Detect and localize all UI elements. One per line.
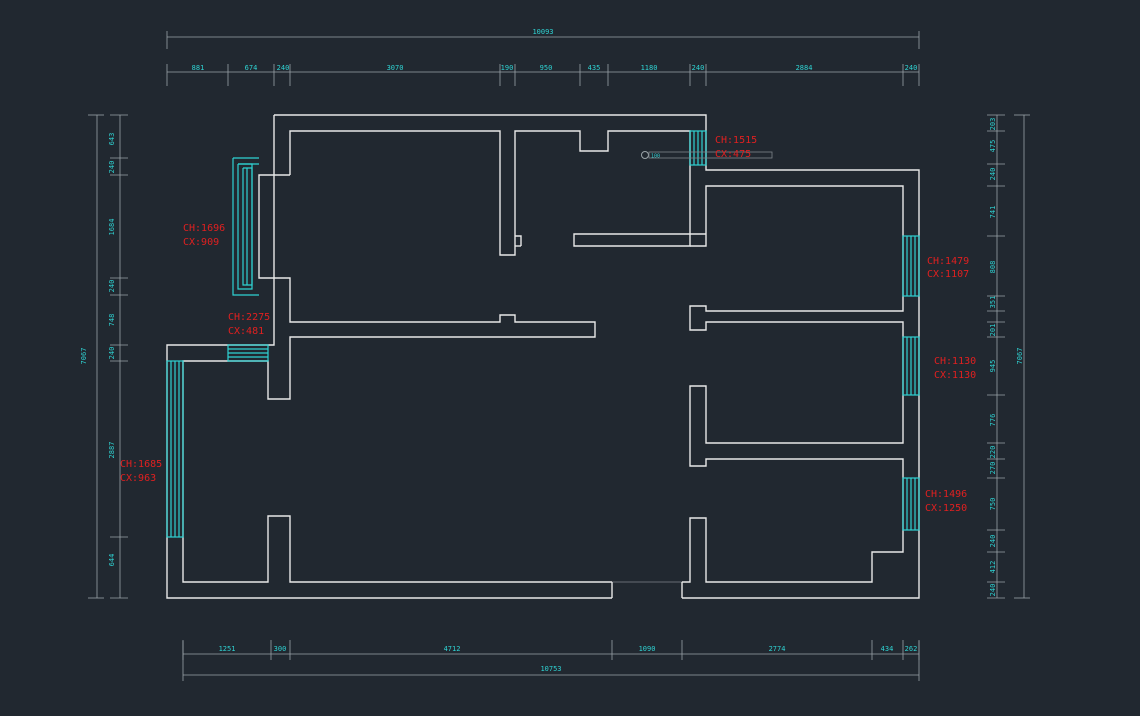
exterior-wall-outer (274, 114, 920, 599)
window-label-cx: CX:963 (120, 473, 156, 484)
dim-bottom-label: 2774 (769, 645, 786, 653)
window-label-ch: CH:1515 (715, 135, 757, 146)
dim-left-label: 2887 (108, 442, 116, 459)
window-label-ch: CH:1496 (925, 489, 967, 500)
dim-top-label: 190 (501, 64, 514, 72)
dim-left-label: 240 (108, 161, 116, 174)
window-label-ch: CH:1696 (183, 223, 225, 234)
dim-right-label: 945 (989, 360, 997, 373)
dim-right-total: 7067 (1016, 348, 1024, 365)
dim-bottom-label: 262 (905, 645, 918, 653)
window-label-cx: CX:475 (715, 149, 751, 160)
dim-left-label: 644 (108, 554, 116, 567)
dimension-lines (88, 31, 1030, 681)
appliance-tag: 100 (651, 154, 660, 160)
walls (166, 114, 920, 599)
dim-left-label: 748 (108, 314, 116, 327)
window-label-ch: CH:1479 (927, 256, 969, 267)
dim-right-label: 203 (989, 118, 997, 131)
exterior-wall-outer-left (166, 115, 612, 599)
window-top-kitchen (689, 130, 707, 166)
dim-left-label: 240 (108, 280, 116, 293)
windows (166, 130, 920, 538)
dim-top-label: 435 (588, 64, 601, 72)
bay-window-upper-left (232, 157, 259, 296)
window-label-ch: CH:1130 (934, 356, 976, 367)
window-right-2 (902, 336, 920, 396)
window-label-cx: CX:1130 (934, 370, 976, 381)
dim-left-label: 643 (108, 133, 116, 146)
dim-right-label: 351 (989, 296, 997, 309)
window-left-long (166, 360, 184, 538)
dim-top-label: 3070 (387, 64, 404, 72)
dim-left-label: 240 (108, 347, 116, 360)
exterior-wall-inner-left (182, 174, 612, 583)
dim-top-label: 950 (540, 64, 553, 72)
window-label-cx: CX:1107 (927, 269, 969, 280)
dim-top-label: 2884 (796, 64, 813, 72)
dim-right-label: 412 (989, 561, 997, 574)
dim-right-label: 741 (989, 206, 997, 219)
dim-top-label: 674 (245, 64, 258, 72)
dim-right-label: 475 (989, 140, 997, 153)
window-label-cx: CX:481 (228, 326, 264, 337)
dim-right-label: 220 (989, 446, 997, 459)
window-labels: CH:1515 CX:475 CH:1696 CX:909 CH:1479 CX… (120, 135, 976, 514)
dim-right-label: 270 (989, 462, 997, 475)
appliance-marker: 100 (641, 151, 773, 160)
dim-top-label: 1180 (641, 64, 658, 72)
exterior-wall-inner-top (289, 130, 706, 256)
window-right-1 (902, 235, 920, 297)
dim-top-label: 881 (192, 64, 205, 72)
dim-top-total: 10093 (532, 28, 553, 36)
dim-left-label: 1684 (108, 219, 116, 236)
window-left-middle (227, 344, 269, 362)
window-label-ch: CH:1685 (120, 459, 162, 470)
window-label-cx: CX:909 (183, 237, 219, 248)
dim-right-label: 240 (989, 584, 997, 597)
dim-right-label: 240 (989, 535, 997, 548)
kitchen-pier (515, 235, 522, 246)
dim-right-label: 750 (989, 498, 997, 511)
dim-right-label: 201 (989, 324, 997, 337)
dim-bottom-label: 4712 (444, 645, 461, 653)
dim-top-label: 240 (692, 64, 705, 72)
dim-left-total: 7067 (80, 348, 88, 365)
dim-top-label: 240 (277, 64, 290, 72)
window-right-3 (902, 477, 920, 531)
dim-bottom-label: 1090 (639, 645, 656, 653)
window-label-ch: CH:2275 (228, 312, 270, 323)
dim-bottom-label: 434 (881, 645, 894, 653)
dim-right-label: 240 (989, 168, 997, 181)
dim-right-label: 808 (989, 261, 997, 274)
dim-bottom-label: 1251 (219, 645, 236, 653)
dim-bottom-total: 10753 (540, 665, 561, 673)
dim-top-label: 240 (905, 64, 918, 72)
exterior-wall-inner-right (682, 185, 904, 583)
dim-bottom-label: 300 (274, 645, 287, 653)
dimension-texts: 10093 10753 7067 7067 881 674 240 3070 1… (80, 28, 1024, 673)
dim-right-label: 776 (989, 414, 997, 427)
window-label-cx: CX:1250 (925, 503, 967, 514)
